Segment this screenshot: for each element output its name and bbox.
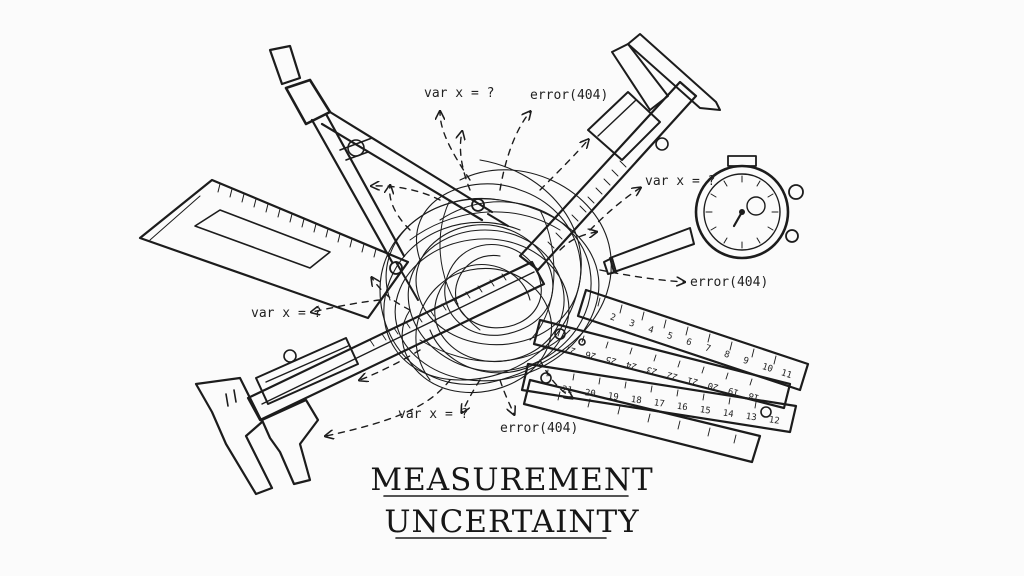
compass-icon bbox=[268, 44, 509, 301]
dial-gauge-icon bbox=[603, 155, 804, 275]
annotation-error-bottom: error(404) bbox=[500, 421, 579, 436]
ruler-number: 13 bbox=[745, 412, 757, 423]
ruler-number: 15 bbox=[699, 405, 711, 416]
ruler-number: 10 bbox=[761, 362, 774, 375]
set-square-icon bbox=[138, 178, 410, 320]
ruler-number: 14 bbox=[722, 409, 734, 420]
title-line-1: MEASUREMENT bbox=[370, 462, 654, 498]
ruler-number: 16 bbox=[676, 402, 688, 413]
ruler-number: 24 bbox=[625, 359, 638, 371]
ruler-number: 20 bbox=[584, 388, 596, 399]
uncertainty-arrows bbox=[312, 112, 684, 436]
ruler-number: 7 bbox=[704, 343, 712, 354]
ruler-number: 20 bbox=[707, 379, 720, 391]
annotation-var-top: var x = ? bbox=[424, 86, 495, 101]
ruler-number: 23 bbox=[646, 364, 659, 376]
annotation-var-bottom: var x = ? bbox=[398, 407, 469, 422]
annotation-var-left: var x = ? bbox=[251, 306, 322, 321]
tangle-scribble bbox=[379, 159, 612, 394]
title-line-2: UNCERTAINTY bbox=[384, 504, 640, 540]
ruler-number: 18 bbox=[630, 395, 642, 406]
ruler-number: 21 bbox=[686, 374, 699, 386]
vernier-caliper-bottom-icon bbox=[194, 260, 546, 496]
ruler-number: 25 bbox=[605, 353, 618, 365]
ruler-number: 11 bbox=[780, 368, 793, 381]
ruler-number: 18 bbox=[748, 390, 761, 402]
ruler-number: 19 bbox=[607, 392, 619, 403]
ruler-number: 17 bbox=[653, 398, 665, 409]
ruler-number: 3 bbox=[628, 319, 636, 330]
ruler-number: 22 bbox=[666, 369, 679, 381]
ruler-number: 8 bbox=[723, 350, 731, 361]
ruler-number: 26 bbox=[584, 348, 597, 360]
ruler-number: 4 bbox=[647, 325, 655, 336]
ruler-number: 19 bbox=[727, 385, 740, 397]
ruler-number: 6 bbox=[685, 337, 693, 348]
ruler-number: 12 bbox=[768, 415, 780, 426]
ruler-number: 5 bbox=[666, 331, 674, 342]
annotation-error-top: error(404) bbox=[530, 88, 609, 103]
ruler-number: 2 bbox=[609, 312, 617, 323]
annotation-var-right: var x = ? bbox=[645, 174, 716, 189]
vernier-caliper-top-icon bbox=[518, 33, 721, 272]
annotation-error-right: error(404) bbox=[690, 275, 769, 290]
ruler-number: 9 bbox=[742, 356, 750, 367]
ruler-number: 27 bbox=[564, 343, 577, 355]
